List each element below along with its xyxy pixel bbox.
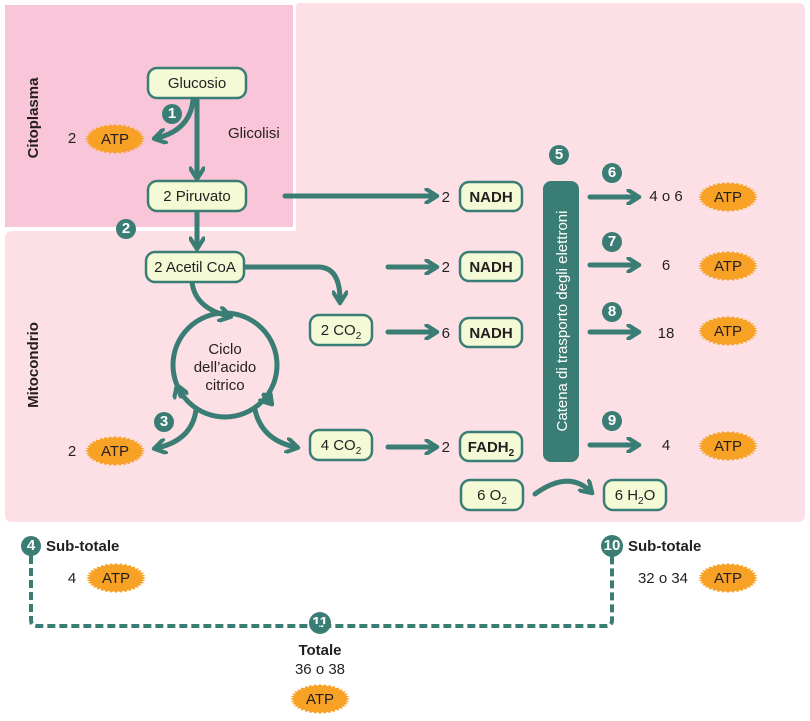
total-label: Totale: [298, 642, 341, 659]
svg-text:11: 11: [312, 614, 328, 631]
svg-text:10: 10: [604, 537, 621, 554]
atp-badge-etc-4: ATP: [698, 431, 758, 461]
box-co2-b: 4 CO2: [308, 428, 374, 462]
step-marker-8: 8: [602, 302, 622, 322]
svg-text:8: 8: [608, 303, 616, 320]
atp-badge-etc-1: ATP: [698, 182, 758, 212]
step-marker-4: 4: [21, 536, 41, 556]
atp-label: ATP: [101, 131, 129, 148]
carrier-nadh-1: 2 NADH: [442, 180, 524, 213]
svg-text:5: 5: [555, 146, 563, 163]
svg-text:2: 2: [442, 439, 450, 456]
arrow-acetylcoa-co2: [242, 264, 340, 300]
svg-text:2: 2: [442, 189, 450, 206]
svg-text:dell’acido: dell’acido: [194, 359, 257, 376]
acetyl-coa-label: 2 Acetil CoA: [154, 259, 236, 276]
step-marker-10: 10: [601, 535, 623, 557]
glycolysis-label: Glicolisi: [228, 125, 280, 142]
glucose-label: Glucosio: [168, 75, 226, 92]
citric-acid-cycle-label: Ciclo dell’acido citrico: [194, 341, 257, 394]
step-marker-9: 9: [602, 411, 622, 431]
subtotal-right-label: Sub-totale: [628, 538, 701, 555]
svg-text:6: 6: [608, 164, 616, 181]
svg-text:NADH: NADH: [469, 325, 512, 342]
atp-count-glycolysis: 2: [68, 130, 76, 147]
carrier-fadh2: 2 FADH2: [442, 430, 524, 463]
box-acetyl-coa: 2 Acetil CoA: [144, 250, 246, 284]
atp-badge-cycle: ATP: [85, 436, 145, 466]
svg-text:4: 4: [27, 537, 36, 554]
arrow-cycle-co2: [252, 407, 295, 447]
atp-badge-total: ATP: [290, 684, 350, 714]
step-marker-11: 11: [309, 612, 331, 634]
box-pyruvate: 2 Piruvato: [146, 179, 248, 213]
svg-text:FADH2: FADH2: [468, 439, 515, 459]
svg-text:7: 7: [608, 233, 616, 250]
svg-text:NADH: NADH: [469, 189, 512, 206]
svg-text:6: 6: [442, 325, 450, 342]
step-marker-2: 2: [116, 219, 136, 239]
cytoplasm-region: [5, 5, 293, 227]
atp-label: ATP: [714, 323, 742, 340]
atp-label: ATP: [714, 438, 742, 455]
step-marker-7: 7: [602, 232, 622, 252]
svg-text:3: 3: [160, 413, 168, 430]
atp-badge-glycolysis: ATP: [85, 124, 145, 154]
svg-text:2: 2: [122, 220, 130, 237]
svg-text:1: 1: [168, 105, 176, 122]
pyruvate-label: 2 Piruvato: [163, 188, 231, 205]
atp-count-etc-1: 4 o 6: [649, 188, 682, 205]
atp-label: ATP: [102, 570, 130, 587]
atp-badge-subtotal-left: ATP: [86, 563, 146, 593]
arrows: [157, 95, 636, 497]
svg-text:6 H2O: 6 H2O: [615, 487, 656, 507]
carrier-nadh-2: 2 NADH: [442, 250, 524, 283]
box-co2-a: 2 CO2: [308, 313, 374, 347]
atp-badge-etc-3: ATP: [698, 316, 758, 346]
svg-text:6 O2: 6 O2: [477, 487, 507, 507]
total-dashed-connector: [29, 556, 614, 628]
electron-transport-chain: Catena di trasporto degli elettroni: [543, 181, 579, 462]
subtotal-left-value: 4: [68, 570, 76, 587]
svg-text:9: 9: [608, 412, 616, 429]
svg-text:Ciclo: Ciclo: [208, 341, 241, 358]
box-o2: 6 O2: [459, 478, 525, 512]
svg-text:citrico: citrico: [205, 377, 244, 394]
step-marker-6: 6: [602, 163, 622, 183]
box-glucose: Glucosio: [146, 66, 248, 100]
atp-label: ATP: [714, 189, 742, 206]
atp-label: ATP: [714, 570, 742, 587]
mitochondrion-label: Mitocondrio: [25, 322, 42, 408]
atp-badge-subtotal-right: ATP: [698, 563, 758, 593]
box-h2o: 6 H2O: [602, 478, 668, 512]
atp-count-etc-4: 4: [662, 437, 670, 454]
atp-label: ATP: [306, 691, 334, 708]
total-value: 36 o 38: [295, 661, 345, 678]
step-marker-3: 3: [154, 412, 174, 432]
svg-text:4 CO2: 4 CO2: [321, 437, 362, 457]
svg-text:2 CO2: 2 CO2: [321, 322, 362, 342]
svg-text:NADH: NADH: [469, 259, 512, 276]
arrow-cycle-atp: [157, 407, 199, 448]
arrow-glycolysis-atp: [157, 97, 196, 138]
arrow-o2-h2o: [532, 481, 590, 497]
atp-count-etc-3: 18: [658, 325, 675, 342]
atp-count-cycle: 2: [68, 443, 76, 460]
citric-acid-cycle-ring: [170, 310, 280, 420]
step-marker-5: 5: [549, 145, 569, 165]
atp-label: ATP: [714, 258, 742, 275]
svg-text:2: 2: [442, 259, 450, 276]
cytoplasm-label: Citoplasma: [25, 77, 42, 159]
mitochondrion-region: [5, 3, 805, 522]
atp-label: ATP: [101, 443, 129, 460]
step-marker-1: 1: [162, 104, 182, 124]
subtotal-right-value: 32 o 34: [638, 570, 688, 587]
atp-count-etc-2: 6: [662, 257, 670, 274]
etc-label: Catena di trasporto degli elettroni: [554, 211, 571, 432]
carrier-nadh-3: 6 NADH: [442, 316, 524, 349]
atp-badge-etc-2: ATP: [698, 251, 758, 281]
subtotal-left-label: Sub-totale: [46, 538, 119, 555]
